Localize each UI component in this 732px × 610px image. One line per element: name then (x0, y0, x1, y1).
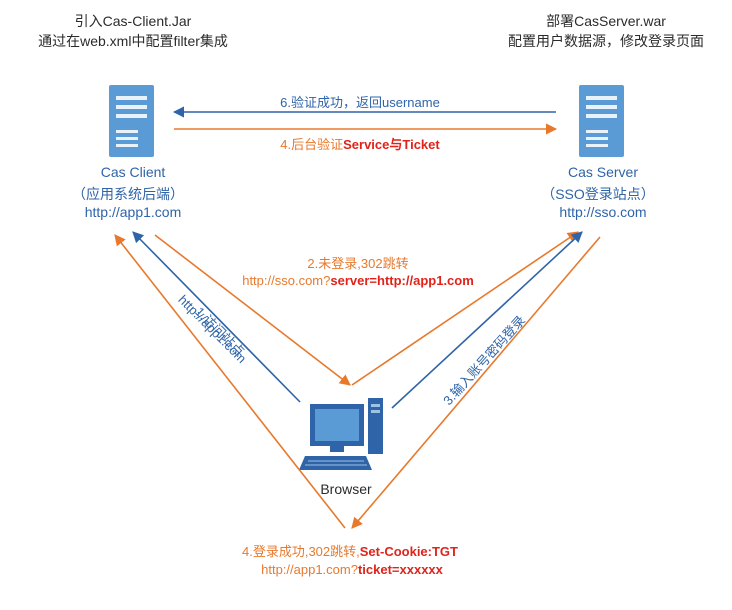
step6-label: 6.验证成功，返回username (280, 95, 440, 110)
browser-label: Browser (320, 481, 372, 497)
client-name: Cas Client (100, 164, 166, 180)
server-name: Cas Server (567, 164, 639, 180)
arrow-step1 (132, 231, 301, 403)
client-caption-line1: 引入Cas-Client.Jar (74, 13, 192, 29)
arrow-step4-login-to-browser (351, 236, 601, 529)
server-url: http://sso.com (559, 204, 647, 220)
server-role: （SSO登录站点） (541, 186, 655, 202)
server-caption-line1: 部署CasServer.war (546, 13, 666, 29)
step4-login-url: http://app1.com?ticket=xxxxxx (261, 562, 443, 577)
step2-title: 2.未登录,302跳转 (307, 256, 409, 271)
client-caption-line2: 通过在web.xml中配置filter集成 (38, 33, 228, 49)
arrow-step4-login-to-client (114, 234, 346, 529)
client-url: http://app1.com (84, 204, 182, 220)
server-caption-line2: 配置用户数据源，修改登录页面 (508, 33, 704, 49)
step4-url-prefix: http://app1.com? (261, 562, 358, 577)
client-role: （应用系统后端） (72, 186, 184, 202)
step4-login-highlight: Set-Cookie:TGT (359, 544, 458, 559)
step2-url-highlight: server=http://app1.com (330, 273, 474, 288)
arrow-step2-to-server (351, 231, 579, 386)
step4-backend-prefix: 4.后台验证 (280, 137, 344, 152)
step4-backend-label: 4.后台验证Service与Ticket (280, 134, 439, 153)
step4-login-prefix: 4.登录成功,302跳转, (242, 544, 360, 559)
browser-computer-icon (299, 398, 383, 470)
client-server-icon (109, 85, 154, 157)
step4-url-highlight: ticket=xxxxxx (357, 562, 443, 577)
step2-url-prefix: http://sso.com? (242, 273, 331, 288)
arrow-step3 (391, 231, 583, 409)
sso-server-icon (579, 85, 624, 157)
arrow-step2-to-browser (154, 234, 351, 386)
step2-url: http://sso.com?server=http://app1.com (242, 273, 474, 288)
step4-login-title: 4.登录成功,302跳转,Set-Cookie:TGT (242, 541, 458, 560)
step4-backend-highlight: Service与Ticket (343, 137, 440, 152)
